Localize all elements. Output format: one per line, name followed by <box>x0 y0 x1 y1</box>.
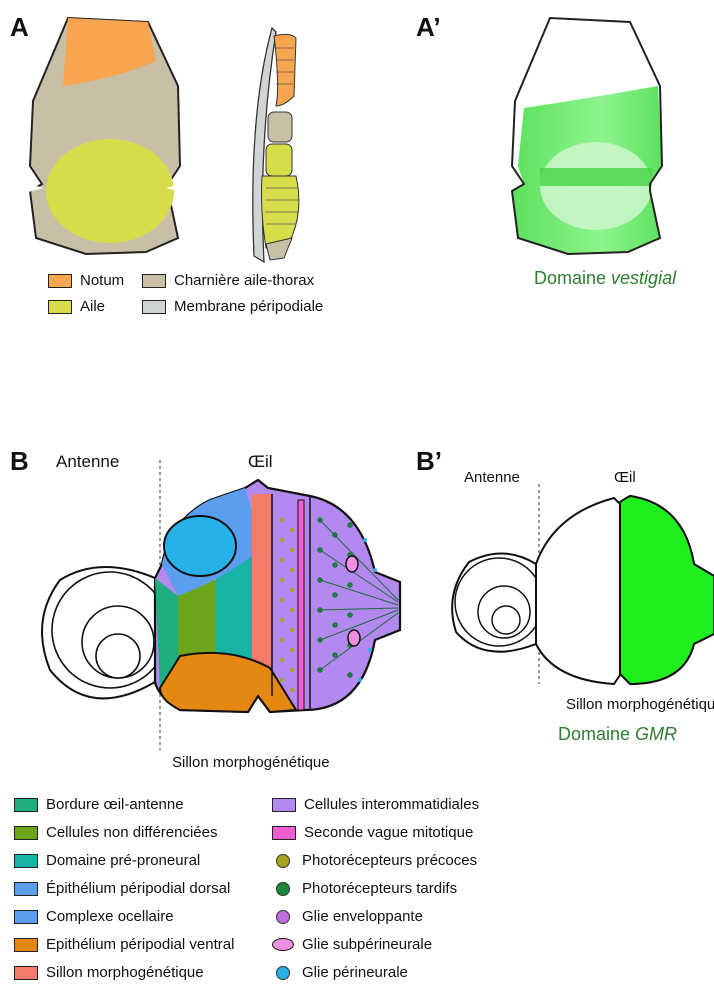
late-photoreceptor-dot <box>276 882 290 896</box>
undifferentiated-swatch <box>14 826 38 840</box>
early-photoreceptor-dot <box>276 854 290 868</box>
domain-prefix: Domaine <box>534 268 611 288</box>
legend-label: Charnière aile-thorax <box>174 272 314 289</box>
panel-label-b-prime: B’ <box>416 446 442 477</box>
vestigial-domain-label: Domaine vestigial <box>534 268 676 289</box>
subperineurial-glia <box>348 630 360 646</box>
second-mitotic-wave <box>298 500 304 710</box>
notum-swatch <box>48 274 72 288</box>
domain-prefix: Domaine <box>558 724 635 744</box>
second-wave-swatch <box>272 826 296 840</box>
preproneural-swatch <box>14 854 38 868</box>
ocellar-swatch <box>14 910 38 924</box>
gmr-domain <box>620 496 714 684</box>
legend-label: Seconde vague mitotique <box>304 824 473 841</box>
legend-a-membrane: Membrane péripodiale <box>142 298 323 315</box>
subperineurial-glia-ellipse <box>272 938 294 951</box>
legend-dorsal-epithelium: Épithélium péripodial dorsal <box>14 880 230 897</box>
legend-label: Sillon morphogénétique <box>46 964 204 981</box>
legend-early-photoreceptors: Photorécepteurs précoces <box>272 852 477 869</box>
vestigial-disc-diagram <box>510 16 700 261</box>
membrane-swatch <box>142 300 166 314</box>
legend-label: Epithélium péripodial ventral <box>46 936 234 953</box>
legend-a-hinge: Charnière aile-thorax <box>142 272 314 289</box>
wing-disc-section <box>244 26 314 266</box>
domain-gene: GMR <box>635 724 677 744</box>
legend-label: Aile <box>80 298 105 315</box>
furrow-label: Sillon morphogénétique <box>172 754 330 771</box>
wing-disc-diagram <box>28 16 218 261</box>
hinge-swatch <box>142 274 166 288</box>
legend-second-wave: Seconde vague mitotique <box>272 824 473 841</box>
legend-label: Complexe ocellaire <box>46 908 174 925</box>
panel-label-b: B <box>10 446 29 477</box>
legend-a-notum: Notum <box>48 272 124 289</box>
legend-label: Glie périneurale <box>302 964 408 981</box>
legend-label: Cellules non différenciées <box>46 824 218 841</box>
furrow-label-b-prime: Sillon morphogénétique <box>566 696 714 713</box>
panel-label-a-prime: A’ <box>416 12 441 43</box>
wing-swatch <box>48 300 72 314</box>
ventral-epithelium-swatch <box>14 938 38 952</box>
legend-label: Glie enveloppante <box>302 908 423 925</box>
legend-perineurial-glia: Glie périneurale <box>272 964 408 981</box>
section-wing <box>266 144 292 176</box>
legend-label: Membrane péripodiale <box>174 298 323 315</box>
legend-late-photoreceptors: Photorécepteurs tardifs <box>272 880 457 897</box>
legend-border: Bordure œil-antenne <box>14 796 184 813</box>
legend-label: Notum <box>80 272 124 289</box>
legend-label: Photorécepteurs tardifs <box>302 880 457 897</box>
legend-a-wing: Aile <box>48 298 105 315</box>
gmr-domain-label: Domaine GMR <box>558 724 677 745</box>
border-swatch <box>14 798 38 812</box>
legend-subperineurial-glia: Glie subpérineurale <box>272 936 432 953</box>
panel-label-a: A <box>10 12 29 43</box>
legend-ocellar: Complexe ocellaire <box>14 908 174 925</box>
furrow-swatch <box>14 966 38 980</box>
domain-gene: vestigial <box>611 268 676 288</box>
legend-label: Photorécepteurs précoces <box>302 852 477 869</box>
legend-ventral-epithelium: Epithélium péripodial ventral <box>14 936 234 953</box>
wrapping-glia-dot <box>276 910 290 924</box>
legend-label: Cellules interommatidiales <box>304 796 479 813</box>
gmr-disc-diagram <box>444 484 714 684</box>
legend-label: Bordure œil-antenne <box>46 796 184 813</box>
legend-interommatidial: Cellules interommatidiales <box>272 796 479 813</box>
legend-furrow: Sillon morphogénétique <box>14 964 204 981</box>
legend-preproneural: Domaine pré-proneural <box>14 852 200 869</box>
legend-label: Épithélium péripodial dorsal <box>46 880 230 897</box>
legend-label: Glie subpérineurale <box>302 936 432 953</box>
perineurial-glia-dot <box>276 966 290 980</box>
ocellar-complex <box>164 516 236 576</box>
wing-pouch-region <box>46 139 174 243</box>
legend-label: Domaine pré-proneural <box>46 852 200 869</box>
interommatidial-swatch <box>272 798 296 812</box>
legend-undifferentiated: Cellules non différenciées <box>14 824 218 841</box>
section-notum <box>274 34 296 106</box>
eye-antenna-diagram <box>30 460 410 750</box>
subperineurial-glia <box>346 556 358 572</box>
legend-wrapping-glia: Glie enveloppante <box>272 908 423 925</box>
dorsal-epithelium-swatch <box>14 882 38 896</box>
